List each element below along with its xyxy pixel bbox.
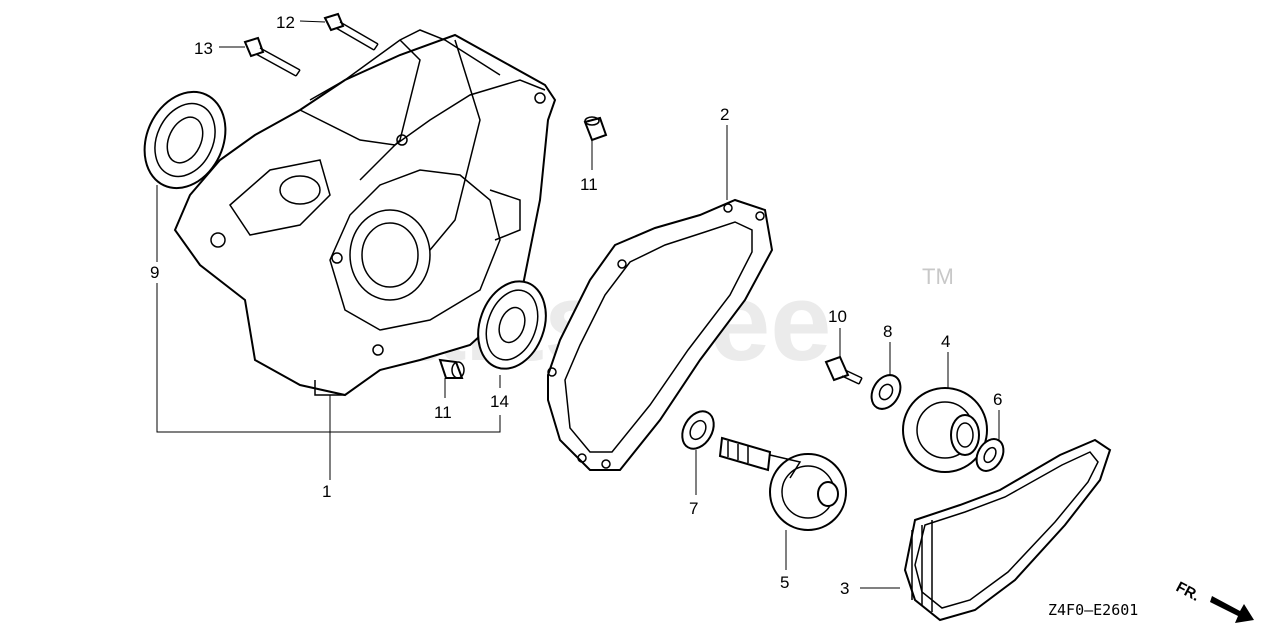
part-washer-6[interactable]: [971, 434, 1009, 475]
part-dowel-pin-upper[interactable]: [583, 116, 608, 142]
part-case-cover[interactable]: [173, 29, 557, 397]
callout-1: 1: [322, 482, 331, 501]
part-washer-7[interactable]: [676, 406, 720, 455]
callout-9: 9: [150, 263, 159, 282]
part-bolt-12[interactable]: [323, 12, 379, 51]
callout-11-lower: 11: [434, 403, 452, 422]
part-bearing[interactable]: [467, 272, 558, 378]
part-oil-seal[interactable]: [129, 79, 240, 202]
part-driven-sprocket[interactable]: [902, 387, 988, 473]
part-dowel-pin-lower[interactable]: [438, 358, 465, 379]
callout-4: 4: [941, 332, 950, 351]
front-arrow-icon: [1210, 596, 1254, 623]
callout-5: 5: [780, 573, 789, 592]
part-washer-8[interactable]: [866, 370, 907, 414]
callout-12: 12: [276, 13, 295, 32]
callout-10: 10: [828, 307, 847, 326]
part-drive-sprocket[interactable]: [718, 436, 847, 531]
part-bolt-13[interactable]: [243, 36, 301, 77]
callout-13: 13: [194, 39, 213, 58]
part-gasket[interactable]: [547, 198, 774, 471]
callout-8: 8: [883, 322, 892, 341]
leader-lines: [156, 20, 1000, 589]
part-bolt-10[interactable]: [824, 355, 863, 385]
watermark-trademark: TM: [922, 264, 954, 289]
callout-7: 7: [689, 499, 698, 518]
front-indicator: FR.: [1173, 579, 1254, 623]
front-label: FR.: [1173, 579, 1202, 605]
callout-11-upper: 11: [580, 175, 598, 194]
callout-2: 2: [720, 105, 729, 124]
callout-6: 6: [993, 390, 1002, 409]
callout-3: 3: [840, 579, 849, 598]
callout-14: 14: [490, 392, 509, 411]
diagram-code: Z4F0—E2601: [1048, 601, 1138, 619]
part-chain[interactable]: [903, 438, 1112, 622]
